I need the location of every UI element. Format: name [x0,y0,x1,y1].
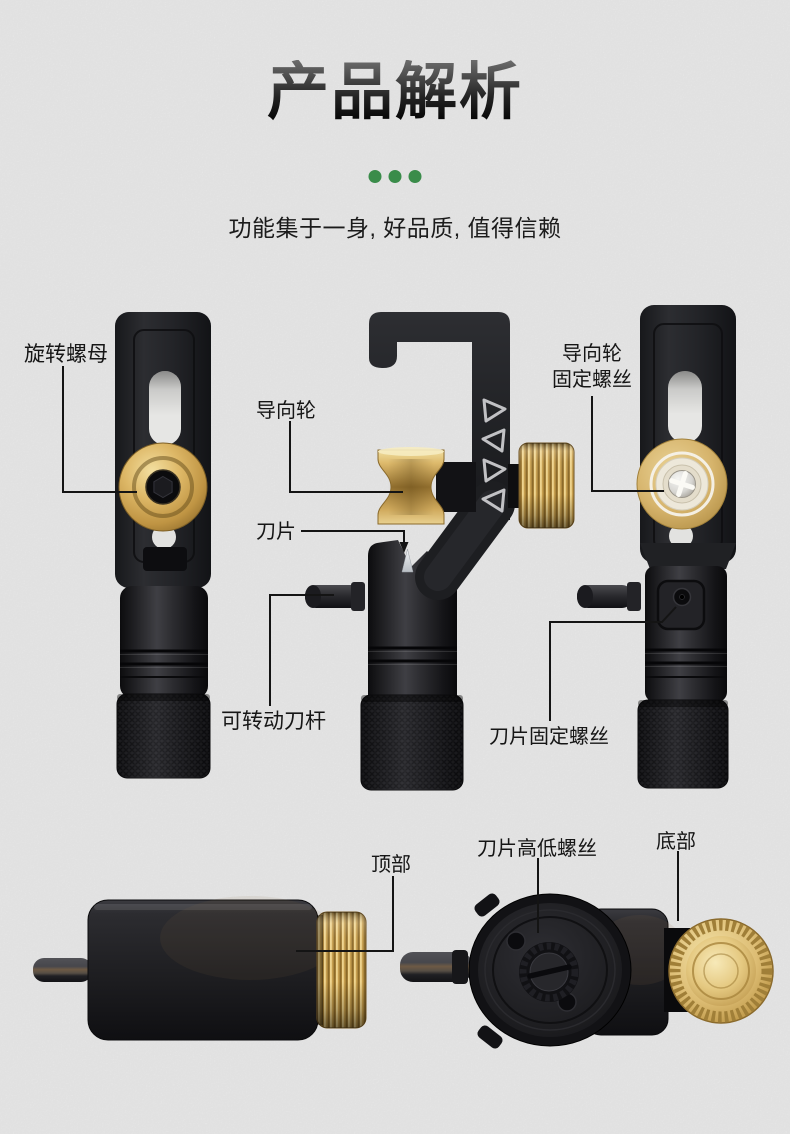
page-title: 产品解析 [0,60,790,125]
page-subtitle: 功能集于一身, 好品质, 值得信赖 [228,215,562,241]
knurled-grip [360,694,464,791]
knurled-grip [637,699,729,789]
phillips-cross-icon [669,471,695,497]
green-dot-icon [408,170,422,183]
guide-wheel [377,447,445,525]
divider-dots-icon [368,170,422,183]
label-guide-wheel-screw: 导向轮 固定螺丝 [546,341,638,393]
leader-rotatable-rod [269,594,334,706]
guide-wheel-fix-screw [636,438,728,530]
brand-logo-icon [481,398,507,513]
blade [401,548,414,573]
base-disc [468,893,632,1049]
label-top-view: 顶部 [371,854,411,876]
leader-blade-arrow [399,542,409,553]
leader-blade [301,530,405,542]
label-blade: 刀片 [256,521,296,543]
leader-guide-wheel-screw [591,396,664,492]
green-dot-icon [368,170,382,183]
rotatable-blade-rod-pin [577,582,641,611]
tool-body [120,586,208,698]
leader-top-view [296,876,394,952]
label-guide-wheel-screw-line2: 固定螺丝 [552,369,632,391]
rotatable-blade-rod-pin [305,582,365,611]
leader-blade-fix-screw [549,606,677,721]
label-guide-wheel: 导向轮 [256,400,316,422]
label-blade-fix-screw: 刀片固定螺丝 [489,726,609,748]
tool-view-left-side [115,312,211,779]
cable-pin [33,958,92,982]
tool-view-right-side [577,305,736,789]
tool-view-top [33,896,367,1041]
tool-view-bottom [400,893,774,1049]
leader-rotate-nut [62,366,137,493]
green-dot-icon [388,170,402,183]
knurled-grip [116,693,211,779]
brass-knob-end [668,918,774,1024]
label-rotatable-rod: 可转动刀杆 [221,710,326,733]
label-rotate-nut: 旋转螺母 [24,343,108,366]
annotation-leader-lines [62,366,679,952]
cable-pin [400,950,472,984]
label-bottom-view: 底部 [656,831,696,853]
label-blade-height-screw: 刀片高低螺丝 [477,838,597,860]
blade-fix-screw [672,587,692,607]
label-guide-wheel-screw-line1: 导向轮 [562,343,622,365]
blade-height-screw [519,942,579,1002]
brass-knob [316,911,367,1029]
brass-knob [518,442,575,529]
tool-view-front [305,312,575,791]
hex-socket [153,475,173,499]
leader-guide-wheel [289,421,403,493]
rotate-nut [118,442,208,532]
